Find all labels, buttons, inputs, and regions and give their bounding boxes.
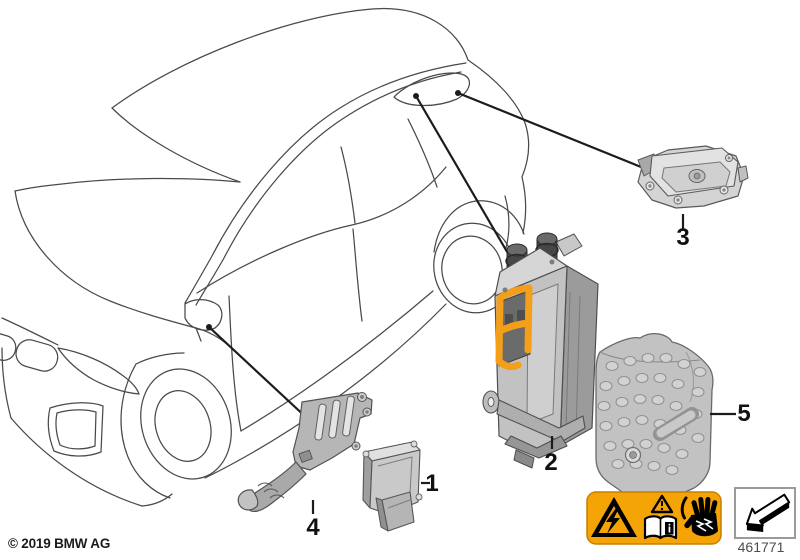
part-2-illustration [482, 232, 599, 469]
warning-label-canvas [586, 491, 722, 545]
high-voltage-triangle-icon [591, 497, 637, 537]
callout-3-leader [455, 90, 642, 169]
high-voltage-warning-label [586, 491, 722, 545]
callout-2-leader [413, 93, 514, 263]
part-3-illustration [637, 145, 749, 209]
leader-lines [206, 90, 642, 421]
copyright-text: © 2019 BMW AG [8, 536, 111, 551]
read-manual-icon [643, 494, 678, 540]
part-1-illustration [362, 440, 423, 532]
electric-shock-hand-icon [680, 496, 718, 537]
car-outline-illustration [0, 7, 530, 507]
part-2-orange-clamp [495, 284, 533, 371]
part-5-illustration [595, 332, 714, 504]
callout-2-label[interactable]: 2 [544, 449, 558, 476]
diagram-number: 461771 [737, 539, 785, 555]
callout-4-label[interactable]: 4 [306, 514, 320, 541]
document-symbol-box [734, 487, 796, 539]
callout-5-label[interactable]: 5 [737, 400, 751, 427]
removal-direction-arrow-icon [745, 493, 791, 533]
callout-3-label[interactable]: 3 [676, 224, 690, 251]
callout-1-label[interactable]: 1 [425, 470, 439, 497]
callout-4-leader [206, 324, 310, 421]
part-4-illustration [237, 392, 373, 513]
callout-ticks [311, 214, 736, 514]
